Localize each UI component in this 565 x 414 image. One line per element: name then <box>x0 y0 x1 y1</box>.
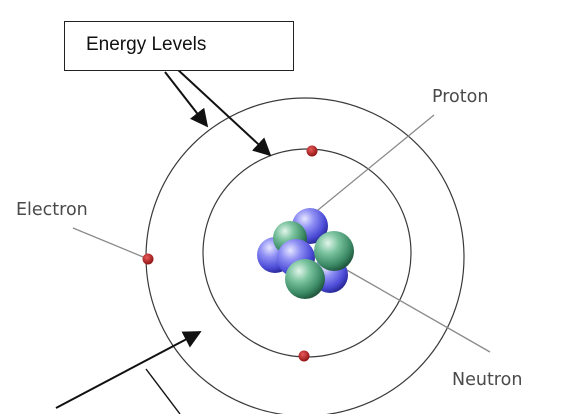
energy-level-arrow-outer <box>164 71 209 128</box>
electron-pointer-line <box>72 227 149 260</box>
neutron-sphere <box>285 259 325 299</box>
energy-levels-label: Energy Levels <box>86 34 207 55</box>
energy-levels-label-box: Energy Levels <box>64 21 294 71</box>
bottom-arrow <box>55 331 202 409</box>
neutron-pointer-line <box>337 264 491 353</box>
electron-label: Electron <box>16 200 88 220</box>
electron-dot <box>142 253 154 265</box>
neutron-label: Neutron <box>452 370 523 390</box>
energy-level-arrow-inner <box>175 67 272 157</box>
nucleus <box>257 208 354 299</box>
electron-dot <box>306 145 318 157</box>
electron-dot <box>298 350 310 362</box>
proton-pointer-line <box>317 114 435 211</box>
neutron-sphere <box>314 231 354 271</box>
bottom-leader-line <box>145 368 181 414</box>
proton-label: Proton <box>432 87 489 107</box>
